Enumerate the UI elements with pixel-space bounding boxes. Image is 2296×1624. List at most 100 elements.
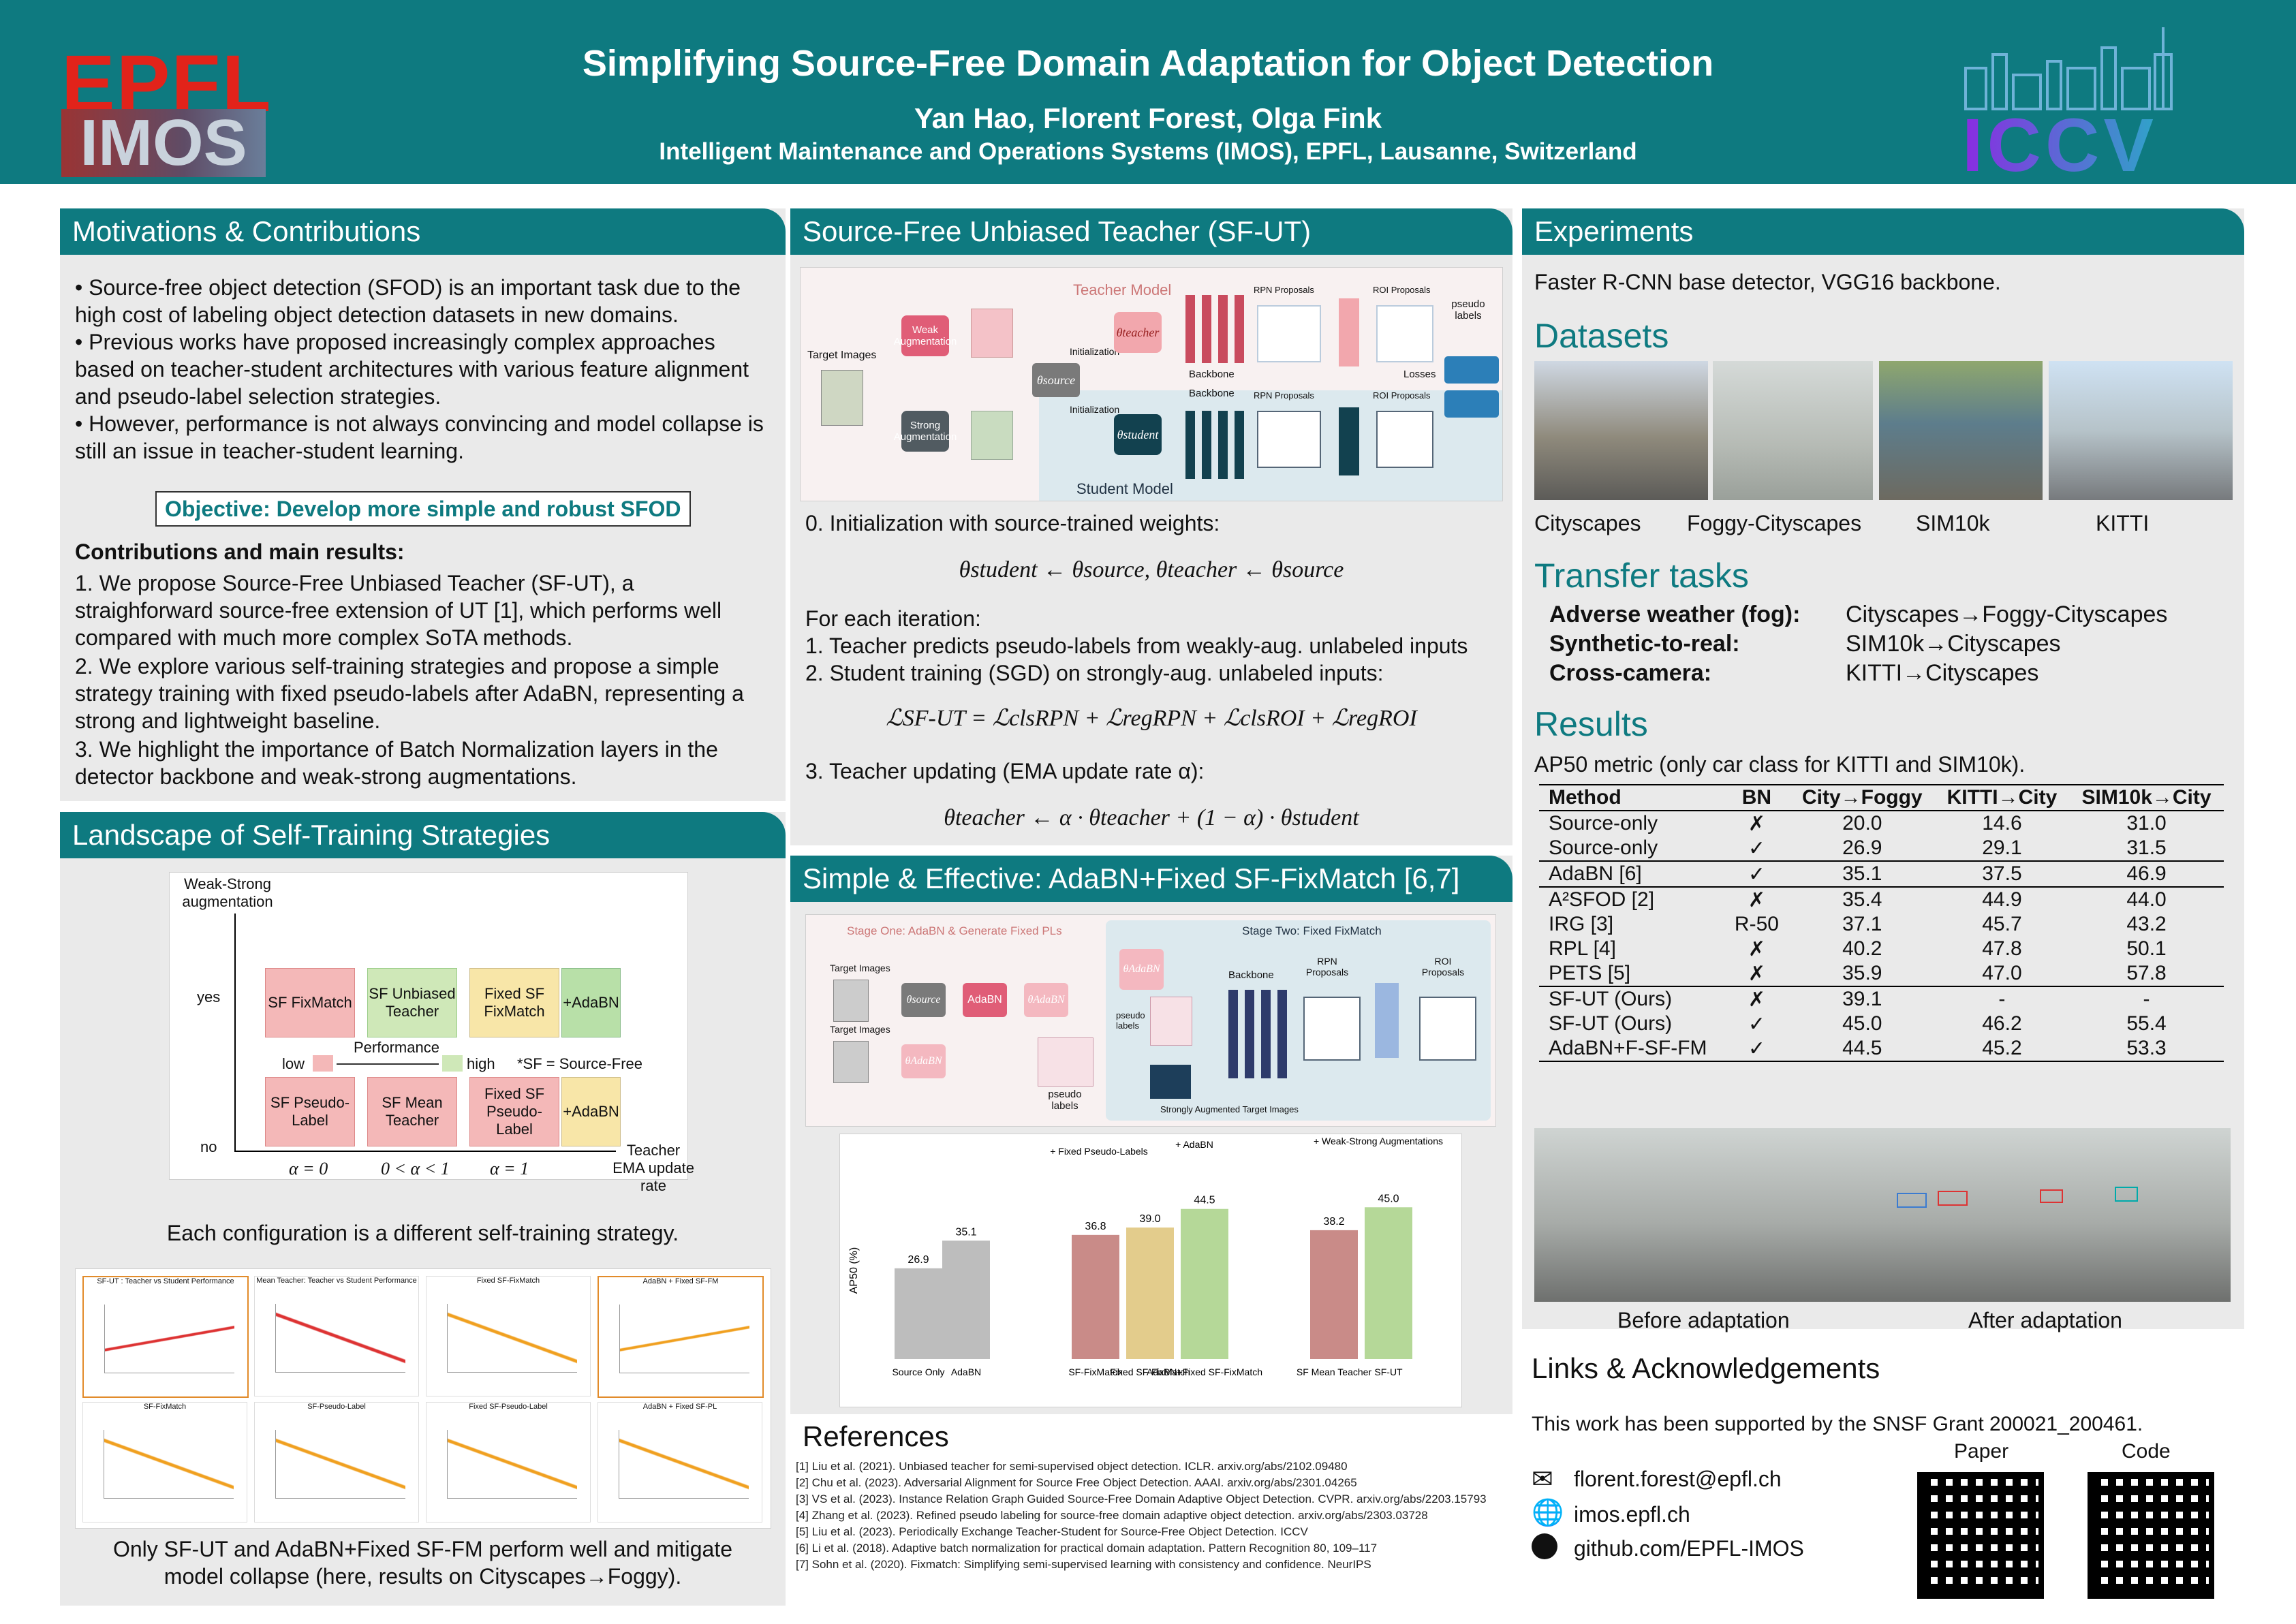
contribution-3: 3. We highlight the importance of Batch … bbox=[75, 737, 718, 789]
table-header: KITTI→City bbox=[1946, 786, 2058, 809]
sf-pseudo-label-box: SF Pseudo-Label bbox=[265, 1077, 355, 1146]
table-header: Method bbox=[1549, 786, 1622, 809]
adabn-diagram: Stage One: AdaBN & Generate Fixed PLs St… bbox=[805, 914, 1496, 1127]
table-cell: 39.1 bbox=[1842, 988, 1882, 1010]
table-cell: R-50 bbox=[1734, 913, 1779, 935]
weak-images bbox=[971, 309, 1013, 358]
chart-annotation: + AdaBN bbox=[1175, 1139, 1213, 1150]
github-link[interactable]: github.com/EPFL-IMOS bbox=[1574, 1536, 1804, 1561]
stage1-images-bottom bbox=[833, 1041, 869, 1083]
sf-mean-teacher-box: SF Mean Teacher bbox=[367, 1077, 457, 1146]
table-cell: 37.1 bbox=[1842, 913, 1882, 935]
table-cell: ✗ bbox=[1748, 812, 1765, 835]
detection-box bbox=[2115, 1187, 2138, 1202]
bar-category-label: Fixed SF-FixMatch bbox=[1110, 1367, 1190, 1377]
reference-item: [2] Chu et al. (2023). Adversarial Align… bbox=[796, 1476, 1357, 1489]
experiments-heading: Experiments bbox=[1522, 208, 2244, 255]
stage-one-label: Stage One: AdaBN & Generate Fixed PLs bbox=[847, 924, 1062, 937]
dataset-label-foggy: Foggy-Cityscapes bbox=[1687, 511, 1862, 535]
table-cell: ✓ bbox=[1748, 837, 1765, 860]
table-header: City→Foggy bbox=[1801, 786, 1923, 809]
student-model-label: Student Model bbox=[1076, 480, 1173, 497]
mail-icon: ✉ bbox=[1532, 1465, 1553, 1494]
plot-curve bbox=[275, 1430, 405, 1499]
bar-value-label: 35.1 bbox=[955, 1226, 976, 1238]
table-cell: 31.0 bbox=[2126, 812, 2167, 834]
adabn-heading: Simple & Effective: AdaBN+Fixed SF-FixMa… bbox=[790, 856, 1512, 902]
target-images-label-2: Target Images bbox=[830, 1024, 890, 1035]
stage2-theta-adabn: θAdaBN bbox=[1119, 949, 1164, 990]
paper-qr-code[interactable] bbox=[1917, 1472, 2044, 1599]
stage2-backbone-label: Backbone bbox=[1228, 969, 1274, 981]
table-cell: - bbox=[2143, 988, 2150, 1010]
plot-title: SF-Pseudo-Label bbox=[307, 1403, 366, 1411]
roi-top-boxes bbox=[1376, 305, 1433, 362]
stage2-rpn-label: RPN Proposals bbox=[1305, 956, 1349, 978]
table-cell: 31.5 bbox=[2126, 837, 2167, 859]
table-cell: 55.4 bbox=[2126, 1012, 2167, 1035]
high-swatch bbox=[442, 1055, 463, 1072]
table-cell: ✗ bbox=[1748, 888, 1765, 911]
table-cell: IRG [3] bbox=[1549, 913, 1614, 935]
before-label: Before adaptation bbox=[1617, 1308, 1790, 1332]
training-curve-plot: Fixed SF-FixMatch bbox=[426, 1276, 591, 1396]
table-cell: 35.1 bbox=[1842, 862, 1882, 885]
training-curve-plot: SF-FixMatch bbox=[82, 1402, 247, 1522]
high-label: high bbox=[467, 1055, 495, 1072]
links-heading: Links & Acknowledgements bbox=[1532, 1352, 1880, 1384]
alpha-1: α = 1 bbox=[490, 1159, 529, 1178]
experiments-panel: Experiments Faster R-CNN base detector, … bbox=[1522, 208, 2244, 1332]
target-images-label-1: Target Images bbox=[830, 963, 890, 973]
table-cell: 26.9 bbox=[1842, 837, 1882, 859]
roi-bottom-label: ROI Proposals bbox=[1373, 390, 1431, 401]
adabn-panel: Simple & Effective: AdaBN+Fixed SF-FixMa… bbox=[790, 856, 1512, 1414]
training-curve-plot: SF-UT : Teacher vs Student Performance bbox=[82, 1276, 249, 1398]
adabn-top-box: +AdaBN bbox=[561, 968, 621, 1037]
stage2-pl-images bbox=[1150, 997, 1192, 1046]
loss-rpn-box bbox=[1444, 356, 1499, 384]
email-link[interactable]: florent.forest@epfl.ch bbox=[1574, 1467, 1782, 1491]
sfut-step2: 2. Student training (SGD) on strongly-au… bbox=[805, 661, 1384, 685]
stage-two-label: Stage Two: Fixed FixMatch bbox=[1242, 924, 1382, 937]
rpn-bottom-proposals bbox=[1257, 411, 1321, 468]
landscape-panel: Landscape of Self-Training Strategies We… bbox=[60, 812, 786, 1606]
foggy-image bbox=[1713, 361, 1873, 500]
experiments-intro: Faster R-CNN base detector, VGG16 backbo… bbox=[1534, 270, 2001, 294]
web-link[interactable]: imos.epfl.ch bbox=[1574, 1502, 1690, 1527]
adabn-bottom-box: +AdaBN bbox=[561, 1077, 621, 1146]
table-cell: 47.0 bbox=[1982, 962, 2022, 984]
y-axis-line bbox=[234, 914, 236, 1152]
losses-label: Losses bbox=[1403, 369, 1436, 380]
table-cell: ✓ bbox=[1748, 862, 1765, 886]
paper-label: Paper bbox=[1954, 1440, 2009, 1463]
bar bbox=[895, 1268, 942, 1359]
poster-affiliation: Intelligent Maintenance and Operations S… bbox=[659, 138, 1637, 165]
adabn-theta-adabn-1: θAdaBN bbox=[1024, 983, 1068, 1017]
plot-curve bbox=[619, 1430, 749, 1499]
plot-title: AdaBN + Fixed SF-PL bbox=[642, 1403, 717, 1411]
bar-value-label: 44.5 bbox=[1194, 1195, 1215, 1206]
sfut-eq-ema: θteacher ← α · θteacher + (1 − α) · θstu… bbox=[944, 805, 1359, 830]
references-heading: References bbox=[803, 1420, 949, 1452]
chart-annotation: + Weak-Strong Augmentations bbox=[1314, 1136, 1443, 1146]
grant-text: This work has been supported by the SNSF… bbox=[1532, 1413, 2143, 1435]
code-qr-code[interactable] bbox=[2088, 1472, 2214, 1599]
table-cell: 44.0 bbox=[2126, 888, 2167, 911]
sfut-each-iter: For each iteration: bbox=[805, 606, 981, 631]
sfut-step0: 0. Initialization with source-trained we… bbox=[805, 511, 1220, 535]
adabn-theta-source: θsource bbox=[901, 983, 946, 1017]
rpn-bottom-label: RPN Proposals bbox=[1254, 390, 1314, 401]
dataset-label-cityscapes: Cityscapes bbox=[1534, 511, 1641, 535]
adabn-theta-adabn-2: θAdaBN bbox=[901, 1044, 946, 1078]
results-title: Results bbox=[1534, 705, 1648, 743]
roi-top-label: ROI Proposals bbox=[1373, 285, 1431, 295]
sfut-step1: 1. Teacher predicts pseudo-labels from w… bbox=[805, 634, 1468, 658]
strong-images bbox=[971, 411, 1013, 460]
kitti-image bbox=[2049, 361, 2233, 500]
